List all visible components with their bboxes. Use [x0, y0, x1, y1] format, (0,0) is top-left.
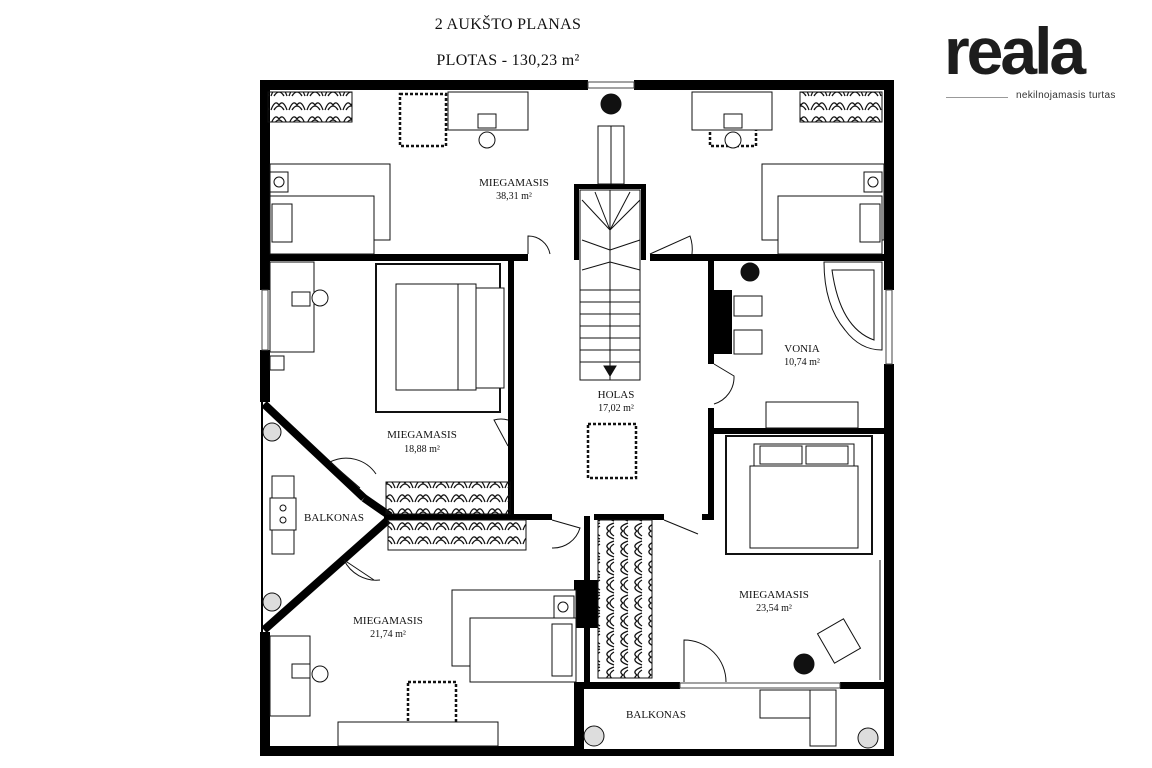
logo-divider: [946, 97, 1008, 98]
logo-tagline: nekilnojamasis turtas: [1016, 90, 1116, 101]
room-name-top-bedroom: MIEGAMASIS: [479, 177, 549, 189]
interior-walls: [270, 184, 884, 686]
outer-walls: [260, 80, 894, 756]
reala-logo: reala nekilnojamasis turtas: [944, 18, 1124, 108]
plan-title: 2 AUKŠTO PLANAS: [434, 16, 582, 33]
logo-wordmark: reala: [944, 14, 1086, 88]
left-balcony-furniture: [262, 422, 297, 612]
bathroom-fixtures: [733, 261, 883, 429]
room-area-bathroom: 10,74 m²: [784, 357, 820, 368]
mid-left-bedroom-furniture: [269, 261, 511, 515]
room-name-bottom-right-bedroom: MIEGAMASIS: [739, 589, 809, 601]
room-area-top-bedroom: 38,31 m²: [496, 191, 532, 202]
doors: [329, 235, 735, 683]
room-area-bottom-left-bedroom: 21,74 m²: [370, 629, 406, 640]
plan-area: PLOTAS - 130,23 m²: [436, 52, 580, 69]
room-name-bottom-balcony: BALKONAS: [626, 709, 686, 721]
top-bedroom-furniture: [267, 91, 885, 255]
room-area-hall: 17,02 m²: [598, 403, 634, 414]
room-area-bottom-right-bedroom: 23,54 m²: [756, 603, 792, 614]
room-name-mid-left-bedroom: MIEGAMASIS: [387, 429, 457, 441]
room-name-left-balcony: BALKONAS: [304, 512, 364, 524]
bottom-right-bedroom-furniture: [597, 435, 881, 680]
room-name-hall: HOLAS: [598, 389, 635, 401]
room-area-mid-left-bedroom: 18,88 m²: [404, 444, 440, 455]
hall-items: [586, 422, 638, 480]
windows: [261, 81, 893, 689]
room-name-bathroom: VONIA: [784, 343, 819, 355]
bottom-left-bedroom-furniture: [269, 519, 577, 747]
room-labels: MIEGAMASIS 38,31 m² VONIA 10,74 m² HOLAS…: [304, 177, 820, 721]
staircase: [579, 189, 641, 381]
bottom-balcony-furniture: [583, 689, 879, 749]
room-name-bottom-left-bedroom: MIEGAMASIS: [353, 615, 423, 627]
